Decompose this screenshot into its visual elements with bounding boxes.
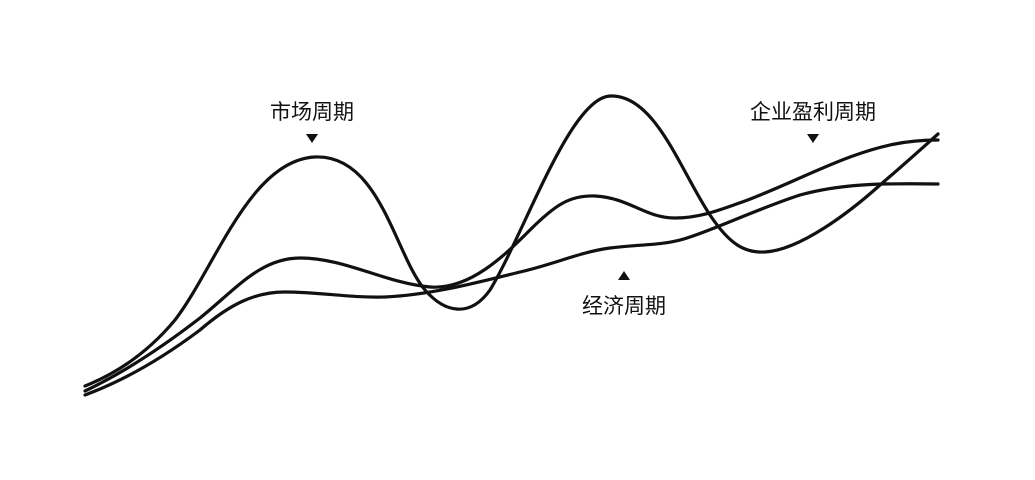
corporate-profit-cycle-pointer-icon bbox=[807, 134, 819, 143]
market-cycle-pointer-icon bbox=[306, 134, 318, 143]
corporate-profit-cycle-label: 企业盈利周期 bbox=[750, 100, 876, 124]
economic-cycle-label: 经济周期 bbox=[582, 294, 666, 318]
economic-cycle-pointer-icon bbox=[618, 271, 630, 280]
market-cycle-curve bbox=[83, 94, 940, 388]
market-cycle-label: 市场周期 bbox=[270, 100, 354, 124]
corporate-profit-cycle-curve bbox=[83, 138, 940, 393]
economic-cycle-curve bbox=[83, 182, 940, 397]
